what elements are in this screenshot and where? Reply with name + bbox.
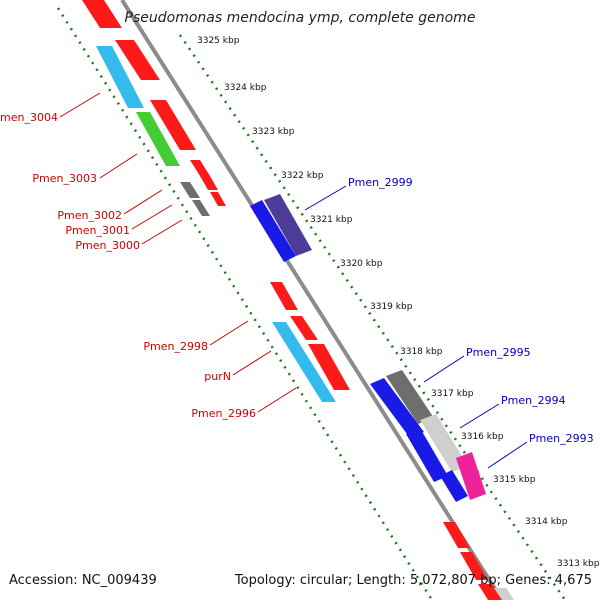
gene-label-pmen-3004[interactable]: Pmen_3004 (0, 111, 58, 124)
leader-pmen-2996 (257, 387, 297, 413)
scale-label: 3319 kbp (370, 302, 413, 312)
scale-label: 3318 kbp (400, 347, 443, 357)
feature-bottom-lightgray[interactable] (494, 588, 514, 600)
feature-top-red-b[interactable] (115, 40, 160, 80)
scale-label: 3314 kbp (525, 517, 568, 527)
feature-mid-red-b[interactable] (290, 316, 318, 340)
gene-label-pmen-3002[interactable]: Pmen_3002 (57, 209, 122, 222)
feature-bottom-red-b[interactable] (460, 552, 488, 580)
feature-pmen-2994-b[interactable] (420, 414, 468, 472)
feature-small-red-3[interactable] (210, 192, 226, 206)
leader-pmen-2994 (459, 403, 500, 429)
genome-summary: Topology: circular; Length: 5,072,807 bp… (234, 573, 592, 588)
leader-pmen-3004 (59, 92, 101, 118)
feature-pmen-2995-a[interactable] (370, 378, 424, 438)
gene-label-pmen-2998[interactable]: Pmen_2998 (143, 340, 208, 353)
feature-small-red-2[interactable] (200, 176, 218, 190)
feature-pmen-3001[interactable] (192, 200, 210, 216)
scale-label: 3324 kbp (224, 83, 267, 93)
leader-purN (232, 350, 272, 376)
gene-label-pmen-3003[interactable]: Pmen_3003 (32, 172, 97, 185)
feature-top-red-a[interactable] (82, 0, 122, 28)
feature-pmen-2994-a[interactable] (406, 428, 448, 482)
gene-label-pmen-2994[interactable]: Pmen_2994 (501, 394, 566, 407)
feature-bottom-red-c[interactable] (478, 584, 502, 600)
gene-label-pmen-3000[interactable]: Pmen_3000 (75, 239, 140, 252)
scale-label: 3325 kbp (197, 36, 240, 46)
scale-label: 3316 kbp (461, 432, 504, 442)
feature-pmen-2995-b[interactable] (386, 370, 434, 424)
scale-label: 3321 kbp (310, 215, 353, 225)
leader-pmen-2993 (487, 441, 528, 469)
gene-label-pmen-2993[interactable]: Pmen_2993 (529, 432, 594, 445)
outer-ruler-right (178, 34, 567, 600)
backbone-line (120, 0, 504, 600)
leader-pmen-3000 (141, 219, 183, 245)
feature-bottom-red-a[interactable] (443, 522, 470, 548)
scale-label: 3323 kbp (252, 127, 295, 137)
feature-mid-red-c[interactable] (308, 344, 350, 390)
feature-top-red-c[interactable] (150, 100, 196, 150)
gene-label-pmen-2999[interactable]: Pmen_2999 (348, 176, 413, 189)
leader-pmen-2998 (209, 320, 249, 346)
leader-pmen-3003 (99, 153, 138, 179)
feature-pmen-3004[interactable] (96, 46, 144, 108)
feature-pmen-2998[interactable] (272, 322, 336, 402)
accession-text: Accession: NC_009439 (9, 573, 157, 588)
scale-label: 3313 kbp (557, 559, 600, 569)
scale-label: 3315 kbp (493, 475, 536, 485)
scale-label: 3322 kbp (281, 171, 324, 181)
leader-pmen-3002 (123, 189, 163, 215)
feature-pmen-3002[interactable] (180, 182, 200, 198)
feature-pmen-2993[interactable] (456, 452, 486, 500)
gene-label-purN[interactable]: purN (204, 370, 231, 383)
leader-pmen-3001 (131, 204, 173, 230)
gene-label-pmen-2996[interactable]: Pmen_2996 (191, 407, 256, 420)
scale-label: 3317 kbp (431, 389, 474, 399)
feature-pmen-3003[interactable] (136, 112, 180, 166)
feature-pmen-2994-c[interactable] (440, 470, 468, 502)
gene-label-pmen-3001[interactable]: Pmen_3001 (65, 224, 130, 237)
scale-label: 3320 kbp (340, 259, 383, 269)
feature-pmen-2999-a[interactable] (250, 200, 296, 262)
feature-pmen-2999-b[interactable] (264, 194, 312, 256)
leader-pmen-2999 (304, 185, 347, 211)
genome-title: Pseudomonas mendocina ymp, complete geno… (124, 10, 476, 26)
leader-pmen-2995 (423, 355, 465, 383)
gene-label-pmen-2995[interactable]: Pmen_2995 (466, 346, 531, 359)
feature-small-red-1[interactable] (190, 160, 210, 176)
feature-mid-red-a[interactable] (270, 282, 298, 310)
